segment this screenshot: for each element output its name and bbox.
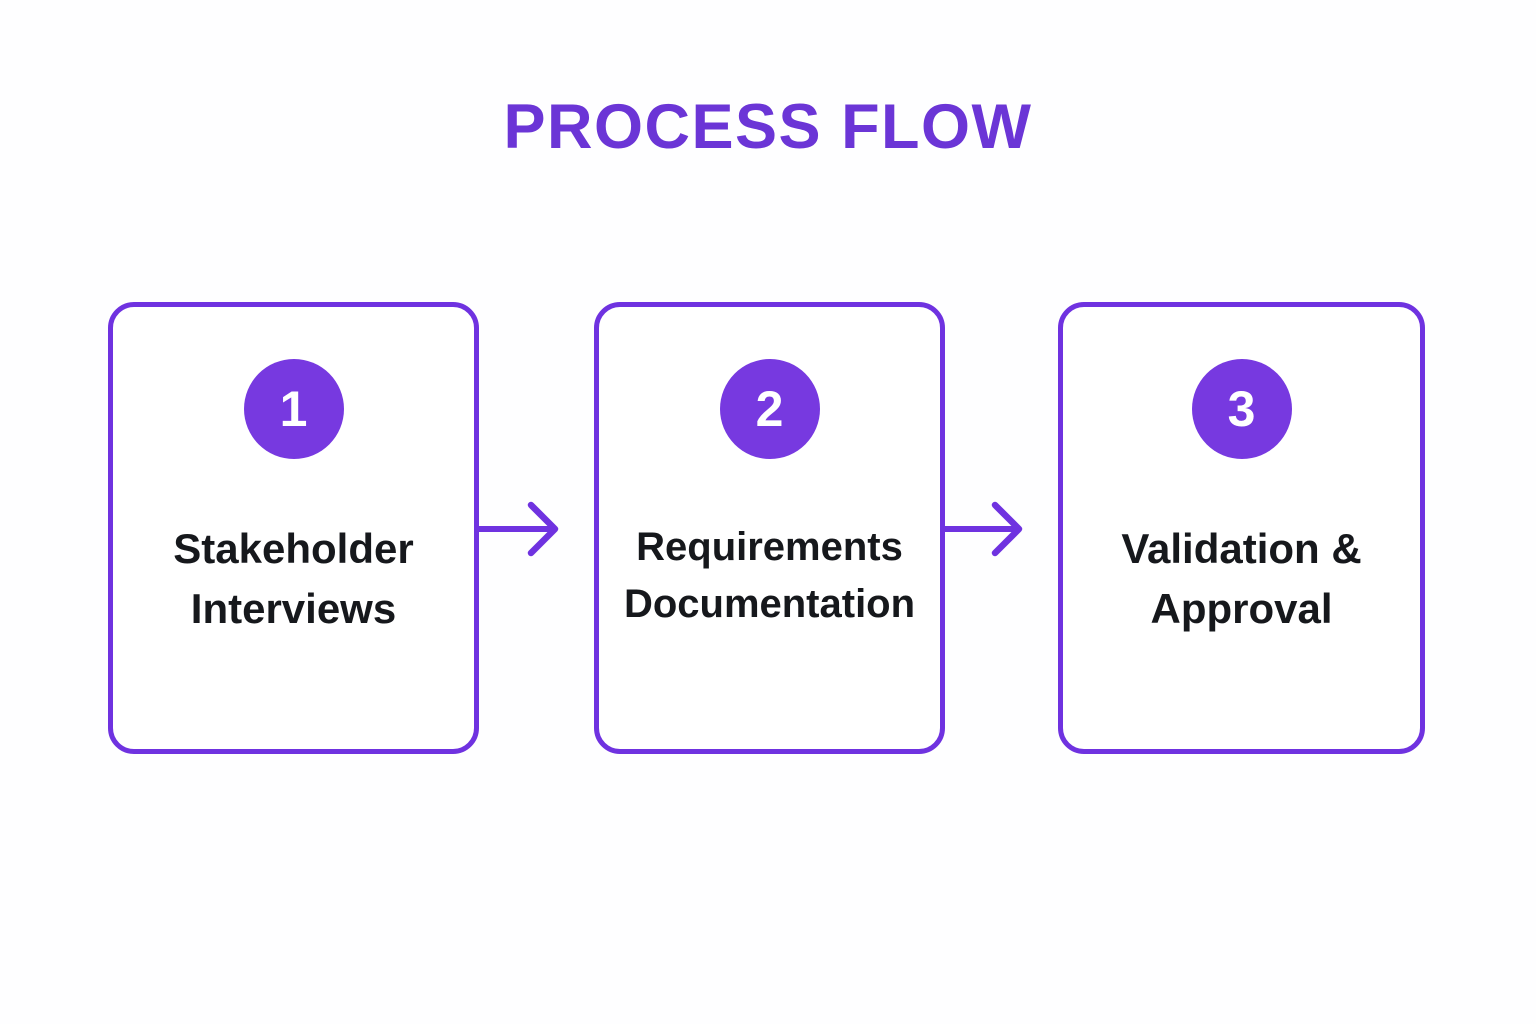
- connector-arrow-1: [476, 499, 594, 559]
- arrow-right-icon: [476, 501, 559, 557]
- flow-steps-row: 1 Stakeholder Interviews 2 Requirements …: [108, 302, 1425, 754]
- step-label-2: Requirements Documentation: [623, 525, 916, 626]
- step-number-badge-3: 3: [1191, 359, 1292, 459]
- step-card-1[interactable]: 1 Stakeholder Interviews: [108, 302, 479, 754]
- connector-arrow-2: [942, 499, 1058, 559]
- step-card-3[interactable]: 3 Validation & Approval: [1058, 302, 1425, 754]
- step-number-badge-1: 1: [243, 359, 344, 459]
- step-number-badge-2: 2: [719, 359, 820, 459]
- step-label-1: Stakeholder Interviews: [173, 525, 414, 632]
- page-title: PROCESS FLOW: [503, 92, 1033, 162]
- arrow-right-icon: [942, 501, 1023, 557]
- step-card-2[interactable]: 2 Requirements Documentation: [594, 302, 945, 754]
- step-label-3: Validation & Approval: [1121, 525, 1362, 632]
